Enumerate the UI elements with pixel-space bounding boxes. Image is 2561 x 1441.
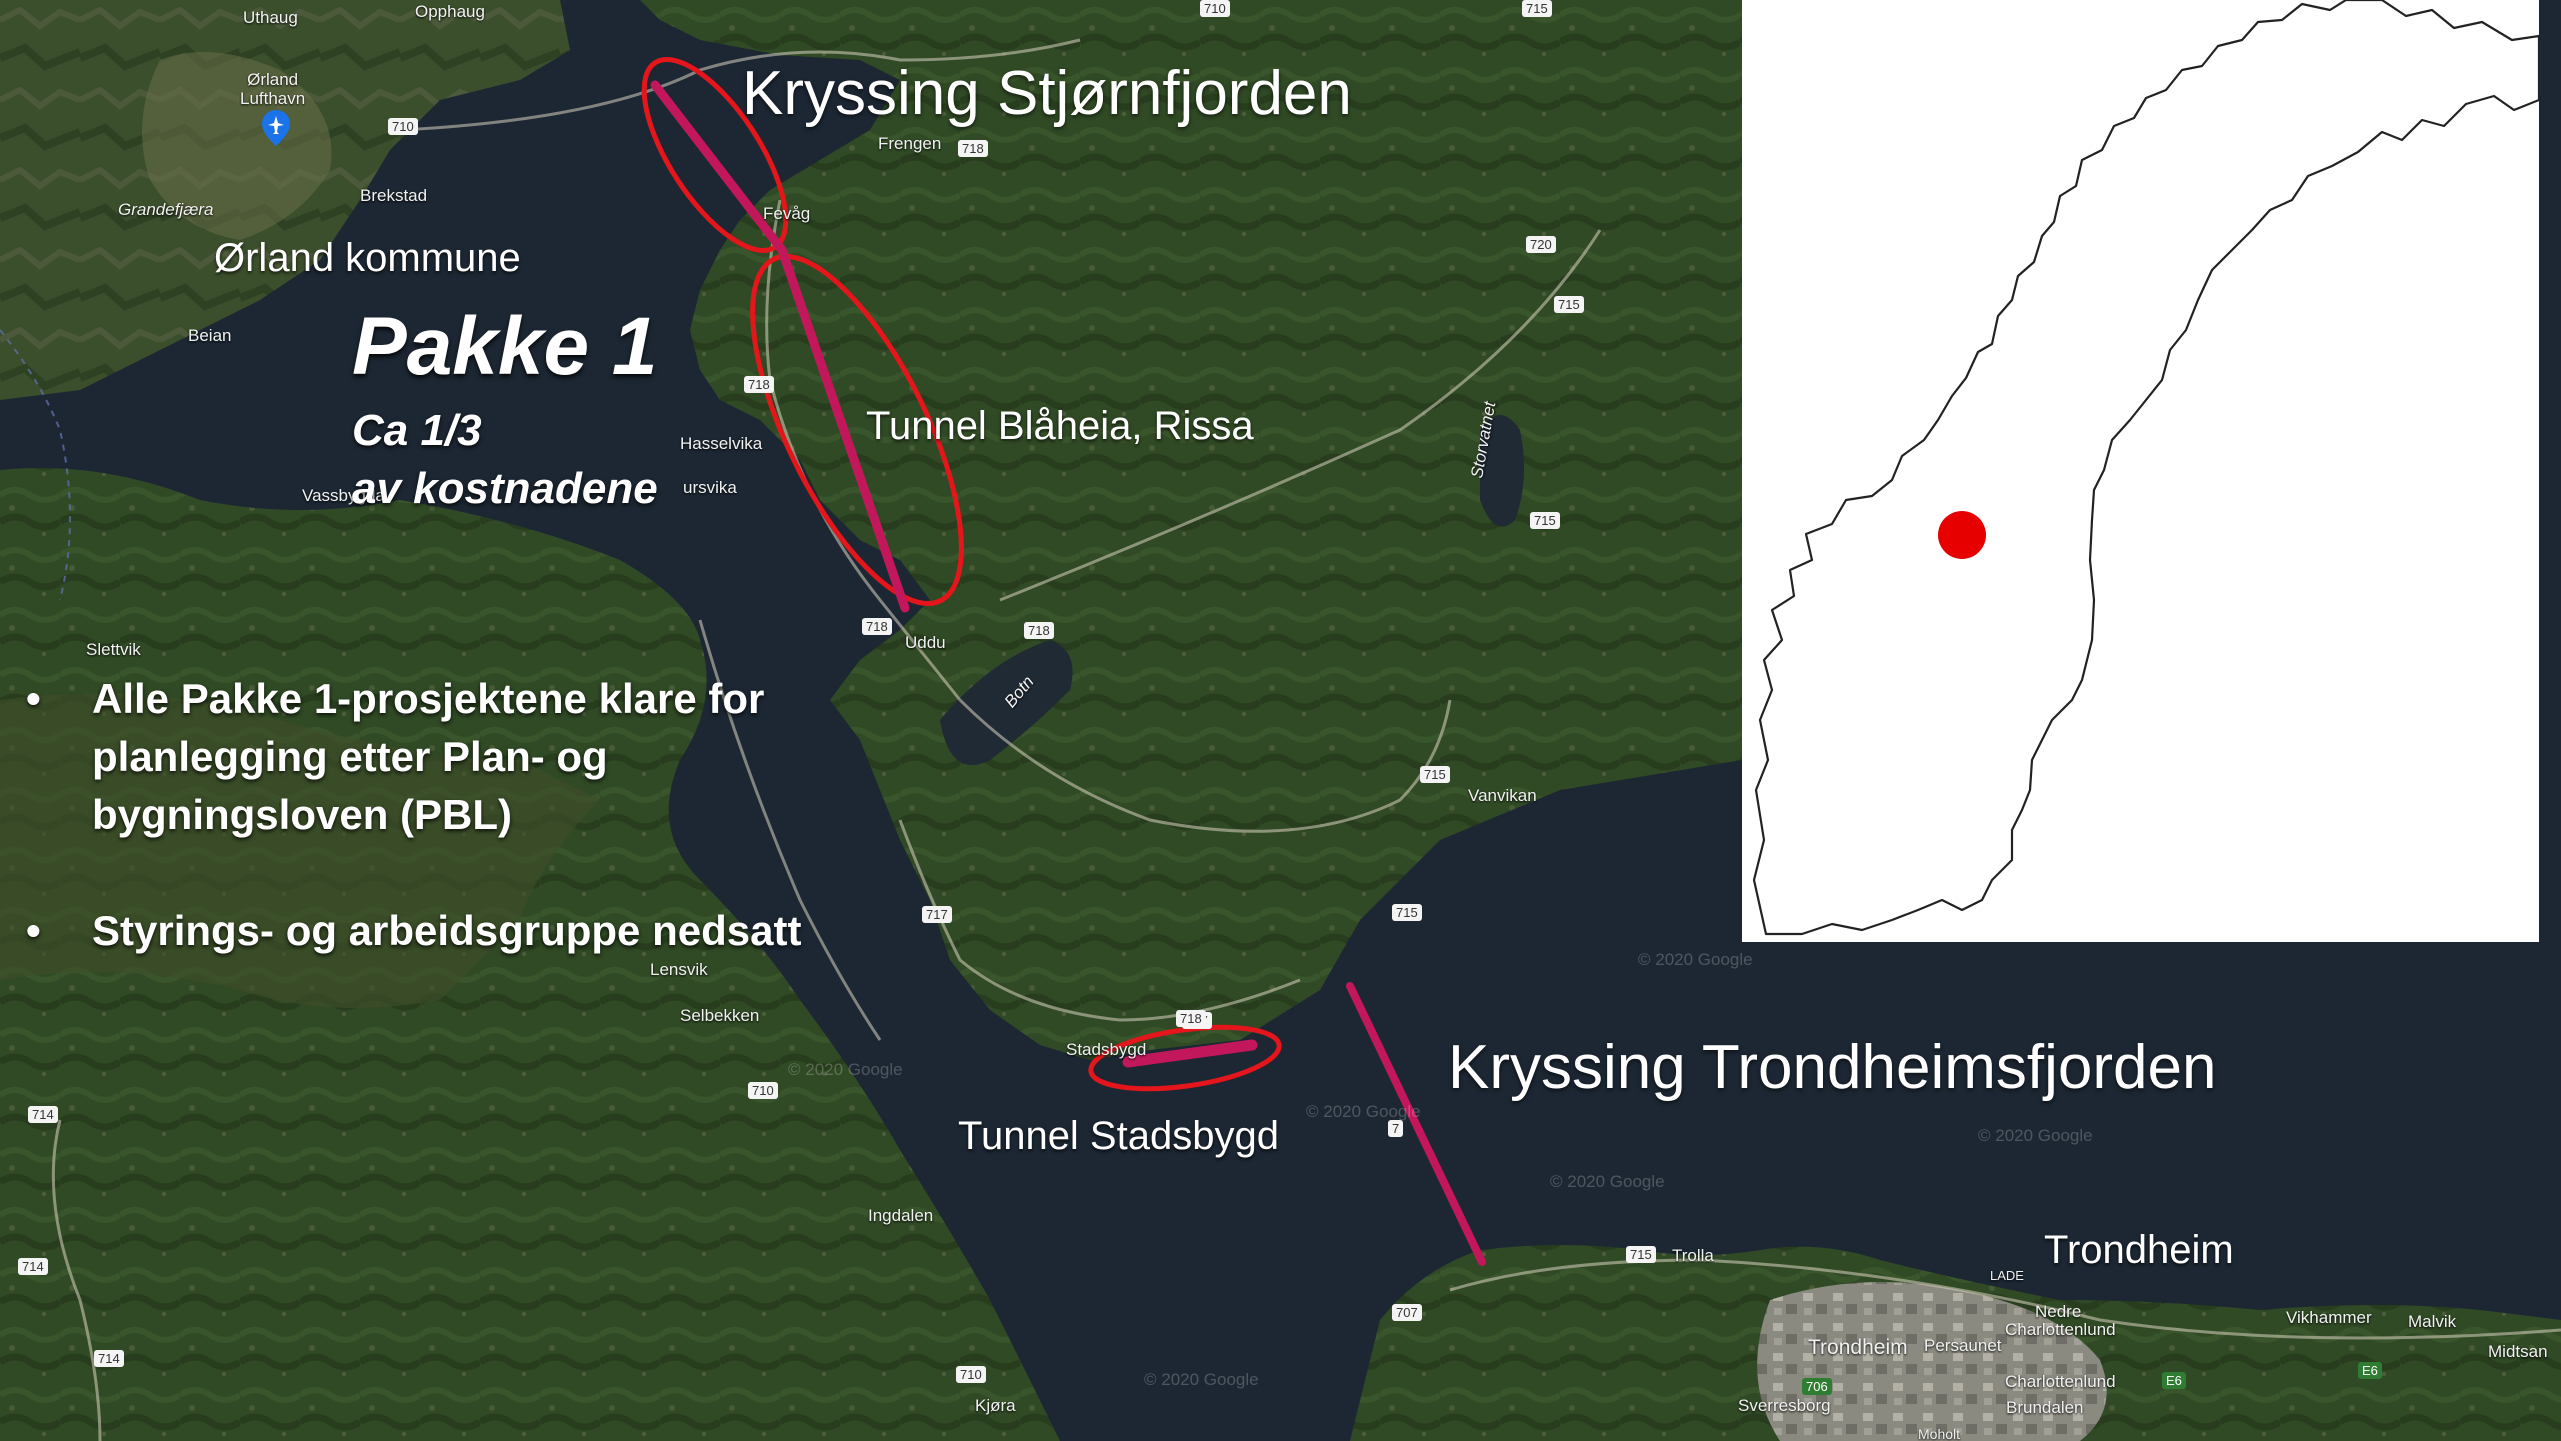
road-shield: 710 [1200, 0, 1230, 17]
place-frengen: Frengen [878, 134, 942, 153]
road-shield: 715 [1530, 512, 1560, 529]
road-shield: 720 [1526, 236, 1556, 253]
norway-inset-map [1742, 0, 2541, 942]
place-slettvik: Slettvik [86, 640, 141, 659]
place-uddu: Uddu [905, 633, 946, 652]
package-title: Pakke 1 [352, 301, 658, 392]
place-sverresborg: Sverresborg [1738, 1396, 1831, 1415]
road-shield: 715 [1626, 1246, 1656, 1263]
heading-tunnel-blaheia: Tunnel Blåheia, Rissa [866, 404, 1254, 448]
road-shield: 718 [1024, 622, 1054, 639]
road-shield: 717 [922, 906, 952, 923]
route-tunnel-stadsbygd [1088, 1024, 1282, 1092]
place-kjora: Kjøra [975, 1396, 1016, 1415]
road-shield: 718 [958, 140, 988, 157]
place-brekstad: Brekstad [360, 186, 428, 205]
heading-trondheim: Trondheim [2044, 1228, 2234, 1272]
map-copyright: © 2020 Google [788, 1060, 903, 1079]
road-shield: 706 [1802, 1378, 1832, 1395]
place-selbekken: Selbekken [680, 1006, 760, 1025]
road-shield: E6 [2358, 1362, 2382, 1379]
place-charlottenlund: Charlottenlund [2005, 1320, 2116, 1339]
road-shield: 718 [744, 376, 774, 393]
road-shield: 714 [18, 1258, 48, 1275]
airport-pin-icon[interactable] [262, 110, 290, 146]
road-shield: 710 [956, 1366, 986, 1383]
map-copyright: © 2020 Google [1978, 1126, 2093, 1145]
place-vassbygda: Vassbygda [302, 486, 385, 505]
place-nedre: Nedre [2035, 1302, 2082, 1321]
location-marker-icon [1938, 511, 1986, 559]
bullet-item: Alle Pakke 1-prosjektene klare for planl… [26, 670, 816, 844]
place-vikhammer: Vikhammer [2286, 1308, 2372, 1327]
heading-kryssing-trondheimsfjorden: Kryssing Trondheimsfjorden [1448, 1033, 2217, 1102]
road-shield: 715 [1522, 0, 1552, 17]
road-shield: 7 [1388, 1120, 1404, 1137]
road-shield: 715 [1392, 904, 1422, 921]
route-tunnel-blaheia [750, 245, 964, 613]
place-uthaug: Uthaug [243, 8, 298, 27]
place-malvik: Malvik [2408, 1312, 2457, 1331]
map-copyright: © 2020 Google [1144, 1370, 1259, 1389]
place-lade: LADE [1990, 1268, 2024, 1283]
place-fevag: Fevåg [763, 204, 811, 223]
place-lensvik: Lensvik [650, 960, 708, 979]
place-beian: Beian [188, 326, 232, 345]
map-copyright: © 2020 Google [1550, 1172, 1665, 1191]
map-copyright: © 2020 Google [1306, 1102, 1421, 1121]
place-hasselvika: Hasselvika [680, 434, 763, 453]
place-brundalen: Brundalen [2006, 1398, 2084, 1417]
package-share-line1: Ca 1/3 [352, 406, 482, 455]
bullet-item: Styrings- og arbeidsgruppe nedsatt [26, 902, 816, 960]
road-shield: 707 [1392, 1304, 1422, 1321]
place-stadsbygd: Stadsbygd [1066, 1040, 1147, 1059]
road-shield: 714 [28, 1106, 58, 1123]
heading-orland-kommune: Ørland kommune [214, 236, 521, 280]
place-vanvikan: Vanvikan [1468, 786, 1537, 805]
route-stjornfjorden [641, 57, 789, 255]
map-copyright: © 2020 Google [1638, 950, 1753, 969]
heading-tunnel-stadsbygd: Tunnel Stadsbygd [958, 1114, 1279, 1158]
place-persaunet: Persaunet [1924, 1336, 2002, 1355]
place-trondheim-small: Trondheim [1808, 1336, 1908, 1359]
route-trondheimsfjorden [1346, 982, 1486, 1266]
package-share-line2: av kostnadene [352, 464, 658, 513]
road-shield: E6 [2162, 1372, 2186, 1389]
place-trolla: Trolla [1672, 1246, 1714, 1265]
place-ingdalen: Ingdalen [868, 1206, 934, 1225]
heading-kryssing-stjornfjorden: Kryssing Stjørnfjorden [742, 59, 1352, 128]
place-moholt: Moholt [1918, 1426, 1961, 1441]
place-orland-lufthavn: Ørland Lufthavn [240, 70, 306, 108]
place-ursvika: ursvika [683, 478, 737, 497]
place-opphaug: Opphaug [415, 2, 485, 21]
place-charlottenlund-2: Charlottenlund [2005, 1372, 2116, 1391]
road-shield: 710 [388, 118, 418, 135]
road-shield: 714 [94, 1350, 124, 1367]
road-shield: 718 [1176, 1010, 1206, 1027]
road-shield: 718 [862, 618, 892, 635]
road-shield: 710 [748, 1082, 778, 1099]
road-shield: 715 [1420, 766, 1450, 783]
place-grandefjaera: Grandefjæra [118, 200, 214, 219]
norway-outline [1752, 0, 2541, 936]
bullet-list: Alle Pakke 1-prosjektene klare for planl… [26, 670, 816, 1018]
place-midtsan: Midtsan [2488, 1342, 2548, 1361]
road-shield: 715 [1554, 296, 1584, 313]
